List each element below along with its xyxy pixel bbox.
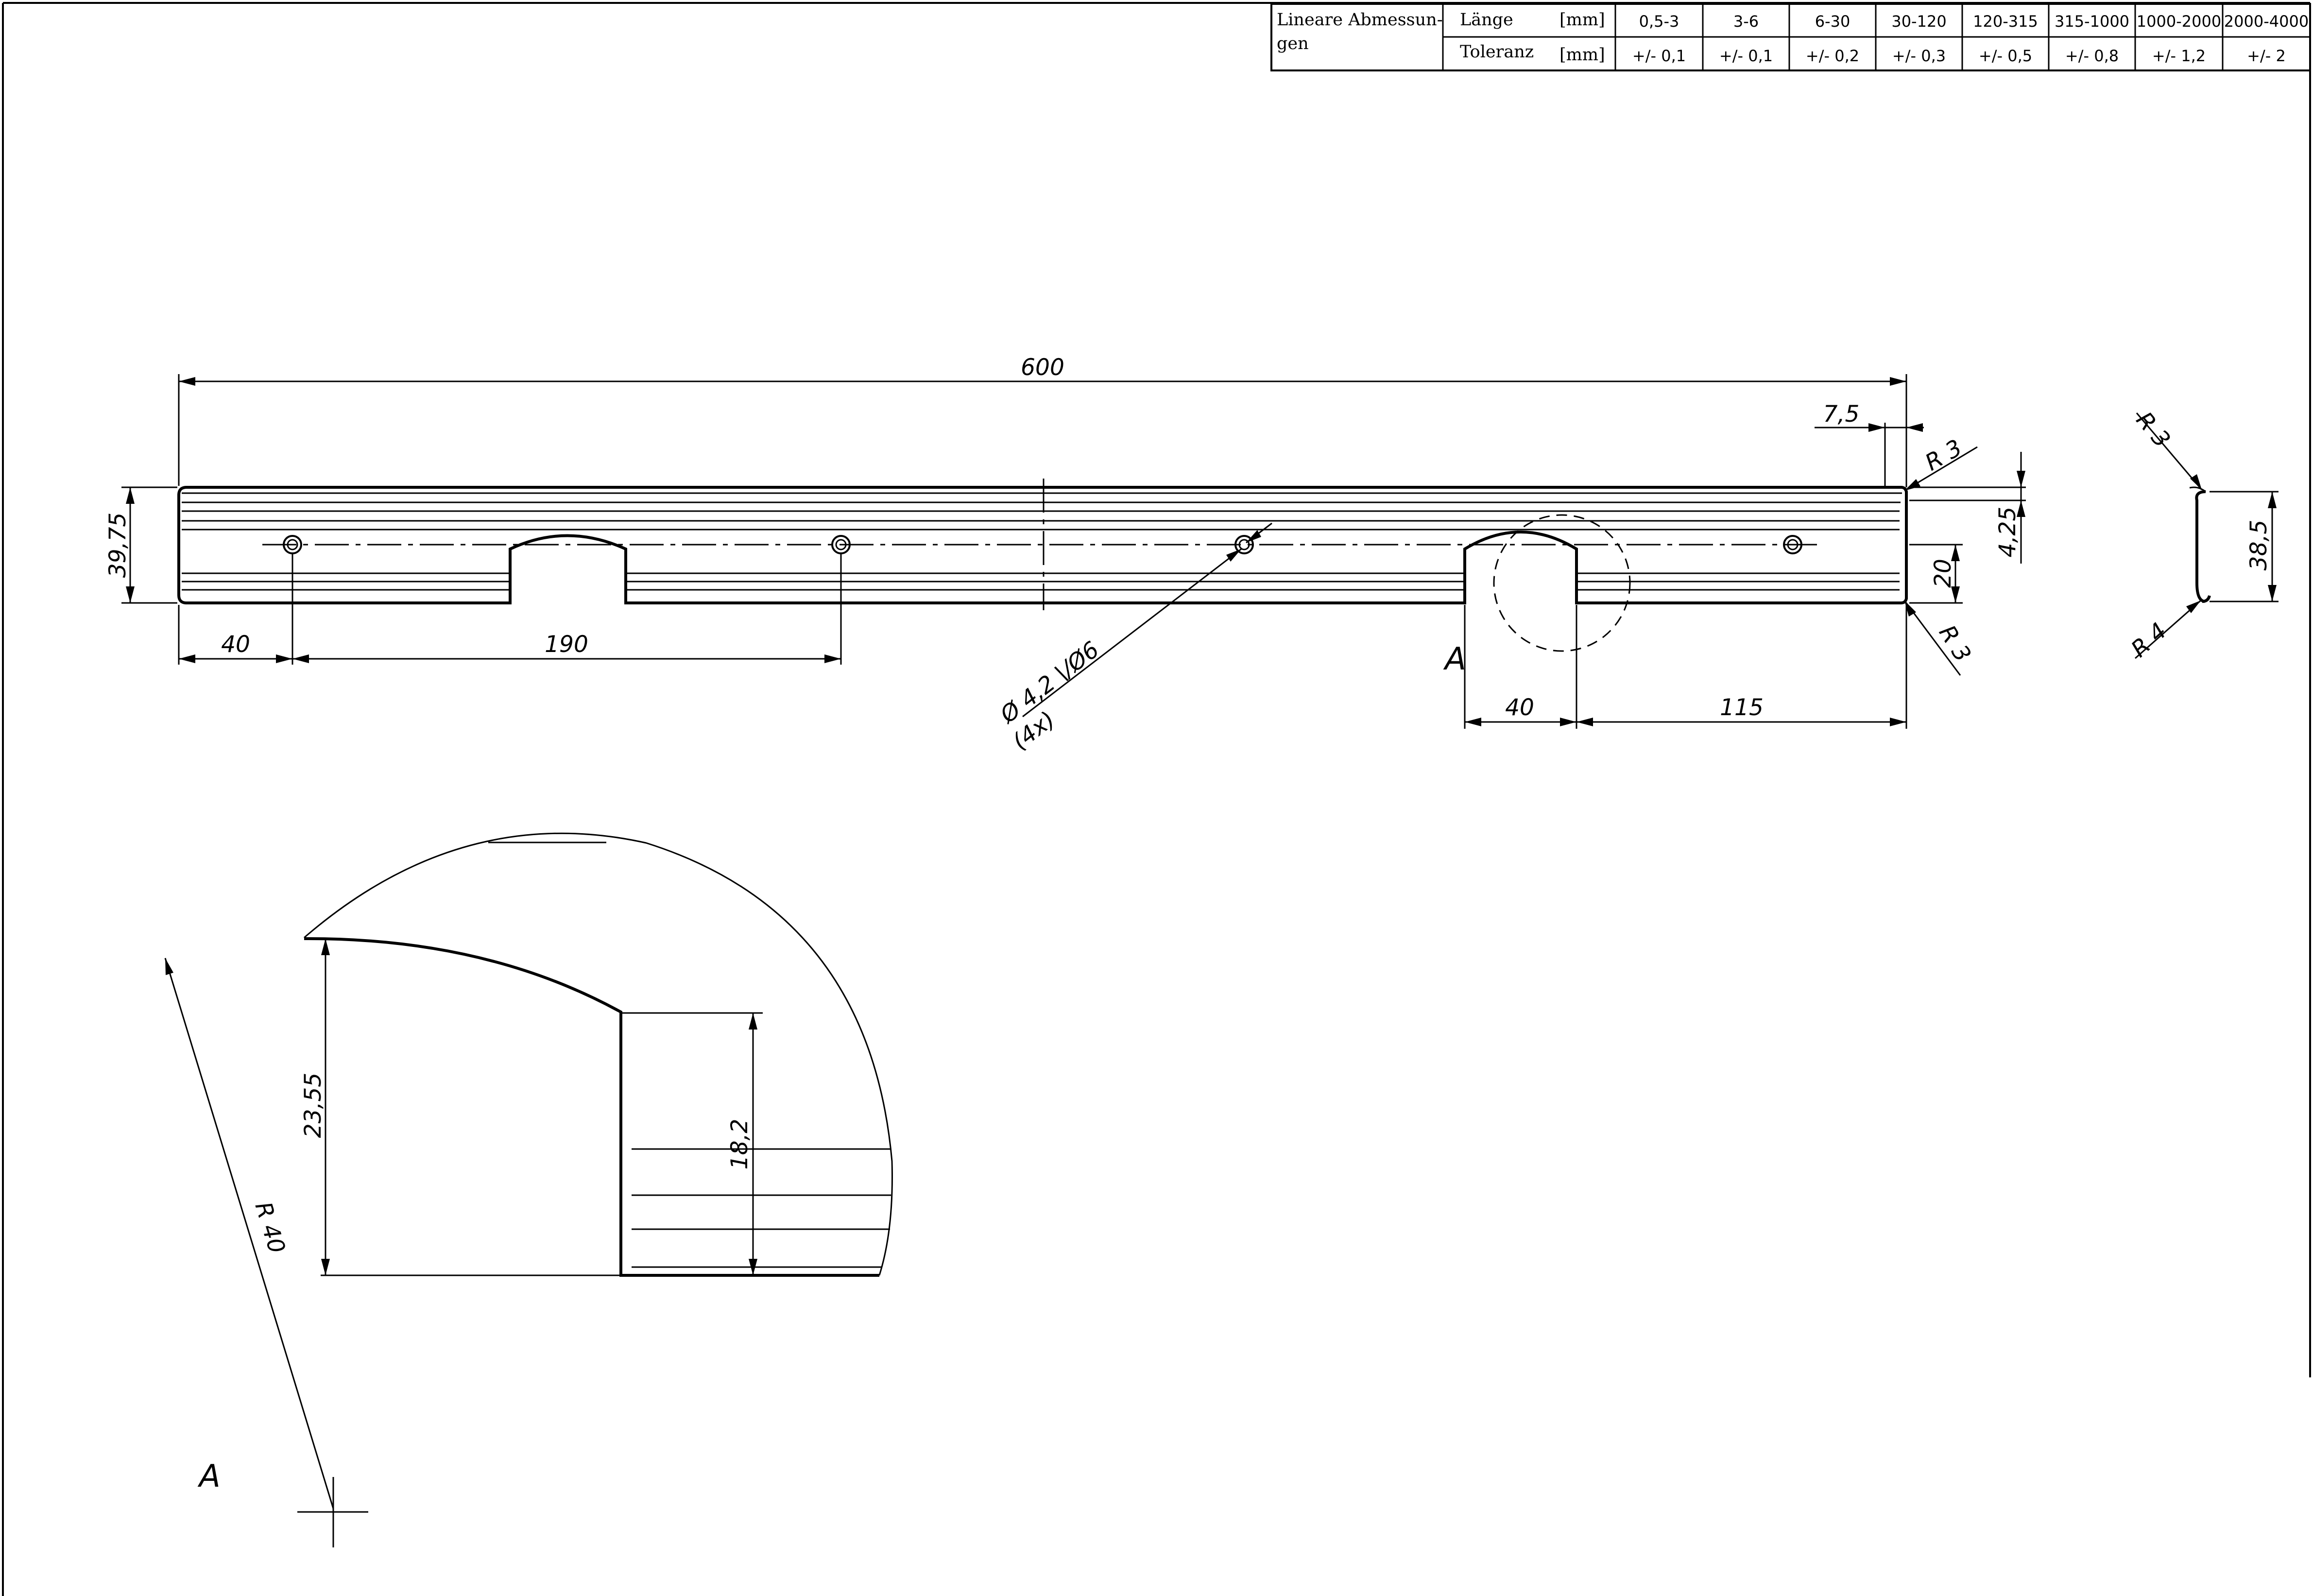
notch-curve [304, 937, 879, 1277]
hole-outer [1783, 535, 1802, 554]
hole-inner [1238, 539, 1250, 550]
detail-view-a: 23,55 18,2 R 40 A [164, 832, 893, 1547]
hole-inner [835, 539, 847, 550]
range-cell: 315-1000 [2055, 12, 2129, 31]
detail-circle-a [1493, 514, 1631, 652]
side-profile [2195, 490, 2206, 603]
hole-inner [287, 539, 298, 550]
dim-inner-height: 18,2 [726, 1119, 753, 1170]
part-outline [177, 486, 1908, 604]
dim-notch-width: 40 [1505, 694, 1534, 721]
dim-outer-height: 23,55 [300, 1073, 326, 1138]
tolerance-cell: +/- 0,1 [1632, 47, 1686, 65]
dim-hole-line-height: 20 [1930, 559, 1956, 588]
dim-rib-height: 4,25 [1994, 507, 2021, 558]
dim-notch-to-end: 115 [1720, 694, 1764, 721]
mounting-holes [283, 535, 1802, 554]
row-tolerance-label: Toleranz [1460, 42, 1534, 62]
hole-inner [1787, 539, 1799, 550]
dim-overall-length: 600 [1021, 354, 1064, 381]
side-view: 38,5 R 3 R 4 [2126, 407, 2279, 663]
dim-side-height: 38,5 [2245, 520, 2272, 571]
tolerance-table: Lineare Abmessun- gen Länge [mm] Toleran… [1270, 3, 2311, 71]
hole-outer [831, 535, 851, 554]
range-cell: 30-120 [1891, 12, 1946, 31]
range-cell: 1000-2000 [2137, 12, 2221, 31]
detail-label-a: A [197, 1459, 221, 1494]
dim-side-radius-bottom: R 4 [2126, 618, 2172, 663]
dim-edge-offset: 7,5 [1823, 401, 1860, 428]
dim-first-hole-offset: 40 [221, 631, 250, 658]
front-view: 600 39,75 7,5 R 3 R 3 4,25 [104, 354, 2026, 755]
tolerance-cell: +/- 1,2 [2152, 47, 2206, 65]
row-tolerance-unit: [mm] [1559, 45, 1605, 65]
tolerance-cell: +/- 2 [2247, 47, 2286, 65]
row-length-unit: [mm] [1559, 10, 1605, 30]
range-cell: 2000-4000 [2224, 12, 2309, 31]
tolerance-cell: +/- 0,1 [1719, 47, 1773, 65]
range-cell: 0,5-3 [1639, 12, 1679, 31]
tolerance-cell: +/- 0,3 [1892, 47, 1946, 65]
range-cell: 120-315 [1973, 12, 2038, 31]
tolerance-cell: +/- 0,8 [2065, 47, 2119, 65]
range-cell: 6-30 [1815, 12, 1850, 31]
tolerance-cell: +/- 0,5 [1979, 47, 2032, 65]
dim-radius-bottom: R 3 [1934, 620, 1976, 667]
row-length-label: Länge [1460, 10, 1513, 30]
surface-lines [182, 492, 1902, 591]
dim-notch-arc-radius: R 40 [250, 1199, 291, 1256]
detail-boundary-arc [304, 832, 893, 1276]
detail-marker-a: A [1443, 641, 1466, 677]
hole-outer [283, 535, 302, 554]
tolerance-cell: +/- 0,2 [1806, 47, 1859, 65]
hole-outer [1234, 535, 1254, 554]
dim-height: 39,75 [104, 513, 131, 578]
table-title-line2: gen [1277, 34, 1309, 53]
table-title-line1: Lineare Abmessun- [1277, 10, 1443, 30]
range-cell: 3-6 [1733, 12, 1759, 31]
dim-radius-top: R 3 [1921, 434, 1967, 476]
dim-hole-pitch: 190 [545, 631, 588, 658]
